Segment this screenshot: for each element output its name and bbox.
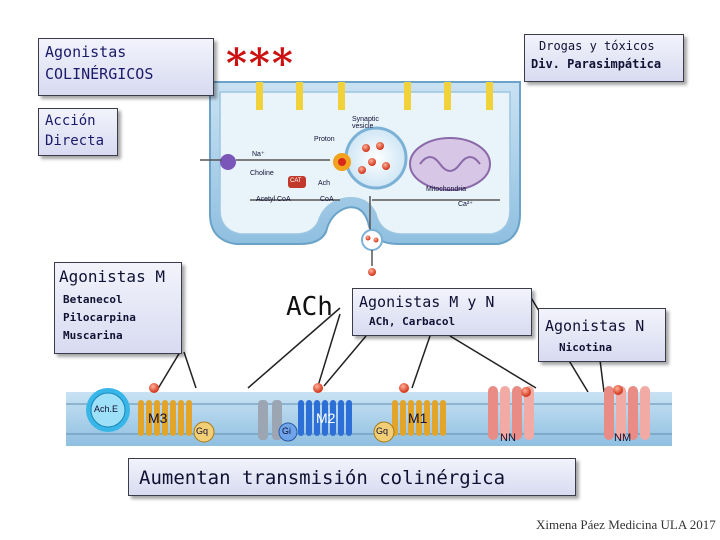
agonistas-m-box: Agonistas M Betanecol Pilocarpina Muscar… <box>54 262 182 354</box>
label-choline: Choline <box>250 170 274 177</box>
agonistas-m-item-2: Pilocarpina <box>63 311 136 324</box>
gq-label-2: Gq <box>376 426 389 436</box>
nn-receptor-shape <box>488 386 534 440</box>
nm-receptor-shape <box>604 385 650 440</box>
agonistas-mn-subtitle: ACh, Carbacol <box>369 315 456 328</box>
nn-label: NN <box>500 432 516 444</box>
emphasis-stars: *** <box>226 40 295 87</box>
label-coa: CoA <box>320 196 334 203</box>
footer-main: Aumentan transmisión colinérgica <box>139 467 506 489</box>
label-synaptic-vesicle: Synaptic vesicle <box>352 116 379 130</box>
label-ca: Ca²⁺ <box>458 201 473 208</box>
label-cat: CAT <box>290 178 302 184</box>
accion-line-2: Directa <box>45 133 105 149</box>
gq-label-1: Gq <box>196 426 209 436</box>
accion-line-1: Acción <box>45 113 96 129</box>
title-box: Agonistas COLINÉRGICOS <box>38 38 214 96</box>
agonistas-m-item-3: Muscarina <box>63 329 123 342</box>
m3-receptor-shape <box>138 383 215 443</box>
accion-box: Acción Directa <box>38 108 118 156</box>
drugs-line-1: Drogas y tóxicos <box>539 39 655 53</box>
ache-label: Ach.E <box>94 404 119 414</box>
ache-enzyme-shape <box>86 388 130 432</box>
m1-label: M1 <box>408 410 428 426</box>
label-ach: Ach <box>318 180 331 187</box>
label-mitochondria: Mitochondria <box>426 186 467 193</box>
gi-label: Gi <box>282 426 291 436</box>
title-line-1: Agonistas <box>45 43 127 61</box>
agonistas-mn-title: Agonistas M y N <box>359 293 495 311</box>
drugs-line-2: Div. Parasimpática <box>531 57 662 71</box>
agonistas-m-item-1: Betanecol <box>63 293 123 306</box>
label-acetyl-coa: Acetyl CoA <box>256 196 291 203</box>
label-proton: Proton <box>314 136 335 143</box>
credit-text: Ximena Páez Medicina ULA 2017 <box>536 517 716 532</box>
ach-label: ACh <box>286 292 333 322</box>
drugs-box: Drogas y tóxicos Div. Parasimpática <box>524 34 684 82</box>
footer-box: Aumentan transmisión colinérgica <box>128 458 576 496</box>
agonistas-n-box: Agonistas N Nicotina <box>538 308 666 362</box>
agonistas-n-subtitle: Nicotina <box>559 341 612 354</box>
presynaptic-terminal <box>200 81 521 276</box>
title-line-2: COLINÉRGICOS <box>45 65 154 83</box>
m2-receptor-shape <box>278 383 352 442</box>
nm-label: NM <box>614 432 632 444</box>
m1-receptor-shape <box>373 383 446 443</box>
m3-label: M3 <box>148 410 168 426</box>
label-na: Na⁺ <box>252 151 265 158</box>
m2-label: M2 <box>316 410 336 426</box>
agonistas-n-title: Agonistas N <box>545 317 645 335</box>
agonistas-mn-box: Agonistas M y N ACh, Carbacol <box>352 288 532 336</box>
agonistas-m-title: Agonistas M <box>59 267 165 286</box>
